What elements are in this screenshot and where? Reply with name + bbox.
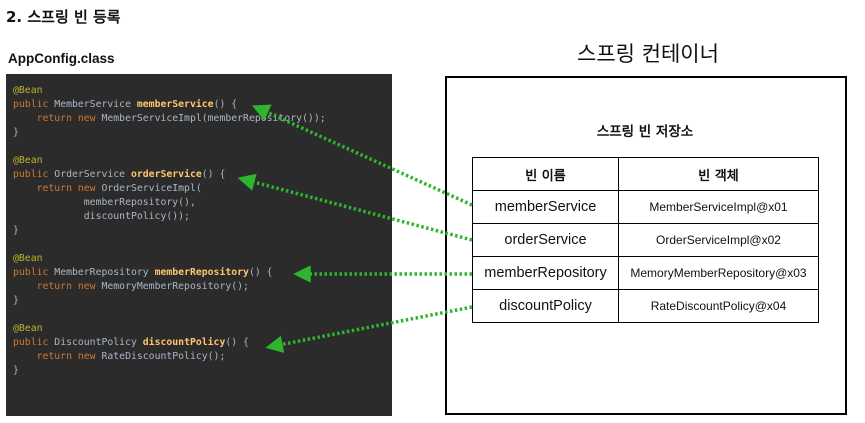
code-token: () { [213,99,238,110]
method-name-token: memberRepository [154,267,249,278]
code-token: } [13,295,19,306]
code-line: return new MemoryMemberRepository(); [13,280,392,294]
code-line: @Bean [13,252,392,266]
code-token: discountPolicy()); [13,211,190,222]
keyword-token: public [13,99,55,110]
bean-name-cell: memberService [472,190,619,224]
method-name-token: memberService [136,99,214,110]
code-token: () { [248,267,273,278]
code-token: MemberServiceImpl(memberRepository()); [101,113,326,124]
bean-object-cell: RateDiscountPolicy@x04 [618,289,819,323]
code-token: DiscountPolicy [54,337,143,348]
code-token: () { [225,337,249,348]
table-row: discountPolicy RateDiscountPolicy@x04 [472,289,819,323]
bean-object-cell: MemoryMemberRepository@x03 [618,256,819,290]
code-token: MemberService [54,99,137,110]
keyword-token: public [13,267,55,278]
header-bean-name: 빈 이름 [472,157,619,191]
code-line: discountPolicy()); [13,210,392,224]
code-line [13,308,392,322]
code-line: public MemberRepository memberRepository… [13,266,392,280]
keyword-token: public [13,169,55,180]
keyword-token: return new [13,351,102,362]
code-token: memberRepository(), [13,197,196,208]
code-line: @Bean [13,322,392,336]
annotation-token: @Bean [13,323,43,334]
code-line: } [13,364,392,378]
code-token: MemoryMemberRepository(); [101,281,249,292]
bean-table-header-row: 빈 이름 빈 객체 [472,157,819,191]
annotation-token: @Bean [13,253,43,264]
code-line: public DiscountPolicy discountPolicy() { [13,336,392,350]
code-token: OrderService [54,169,131,180]
bean-store-title: 스프링 빈 저장소 [596,124,694,140]
code-line: return new MemberServiceImpl(memberRepos… [13,112,392,126]
table-row: memberService MemberServiceImpl@x01 [472,190,819,224]
code-line: @Bean [13,84,392,98]
code-line: } [13,224,392,238]
keyword-token: return new [13,113,102,124]
bean-name-cell: discountPolicy [472,289,619,323]
keyword-token: return new [13,281,102,292]
code-line: public MemberService memberService() { [13,98,392,112]
code-token: RateDiscountPolicy(); [101,351,226,362]
section-heading: 2. 스프링 빈 등록 [6,8,121,26]
bean-object-cell: OrderServiceImpl@x02 [618,223,819,257]
code-line [13,140,392,154]
bean-name-cell: memberRepository [472,256,619,290]
code-line: } [13,126,392,140]
code-line: public OrderService orderService() { [13,168,392,182]
annotation-token: @Bean [13,85,43,96]
code-line: return new OrderServiceImpl( [13,182,392,196]
annotation-token: @Bean [13,155,43,166]
code-line: @Bean [13,154,392,168]
code-line: } [13,294,392,308]
table-row: memberRepository MemoryMemberRepository@… [472,256,819,290]
code-token: } [13,225,19,236]
bean-object-cell: MemberServiceImpl@x01 [618,190,819,224]
code-token: } [13,127,19,138]
code-token: MemberRepository [54,267,155,278]
bean-name-cell: orderService [472,223,619,257]
method-name-token: discountPolicy [142,337,226,348]
code-line: memberRepository(), [13,196,392,210]
code-line [13,238,392,252]
keyword-token: public [13,337,55,348]
table-row: orderService OrderServiceImpl@x02 [472,223,819,257]
code-token: OrderServiceImpl( [101,183,202,194]
method-name-token: orderService [130,169,202,180]
code-token: () { [201,169,226,180]
keyword-token: return new [13,183,102,194]
bean-table: 빈 이름 빈 객체 memberService MemberServiceImp… [472,157,819,323]
code-token: } [13,365,19,376]
container-title: 스프링 컨테이너 [577,42,719,66]
code-line: return new RateDiscountPolicy(); [13,350,392,364]
code-file-title: AppConfig.class [8,51,115,66]
header-bean-object: 빈 객체 [618,157,819,191]
